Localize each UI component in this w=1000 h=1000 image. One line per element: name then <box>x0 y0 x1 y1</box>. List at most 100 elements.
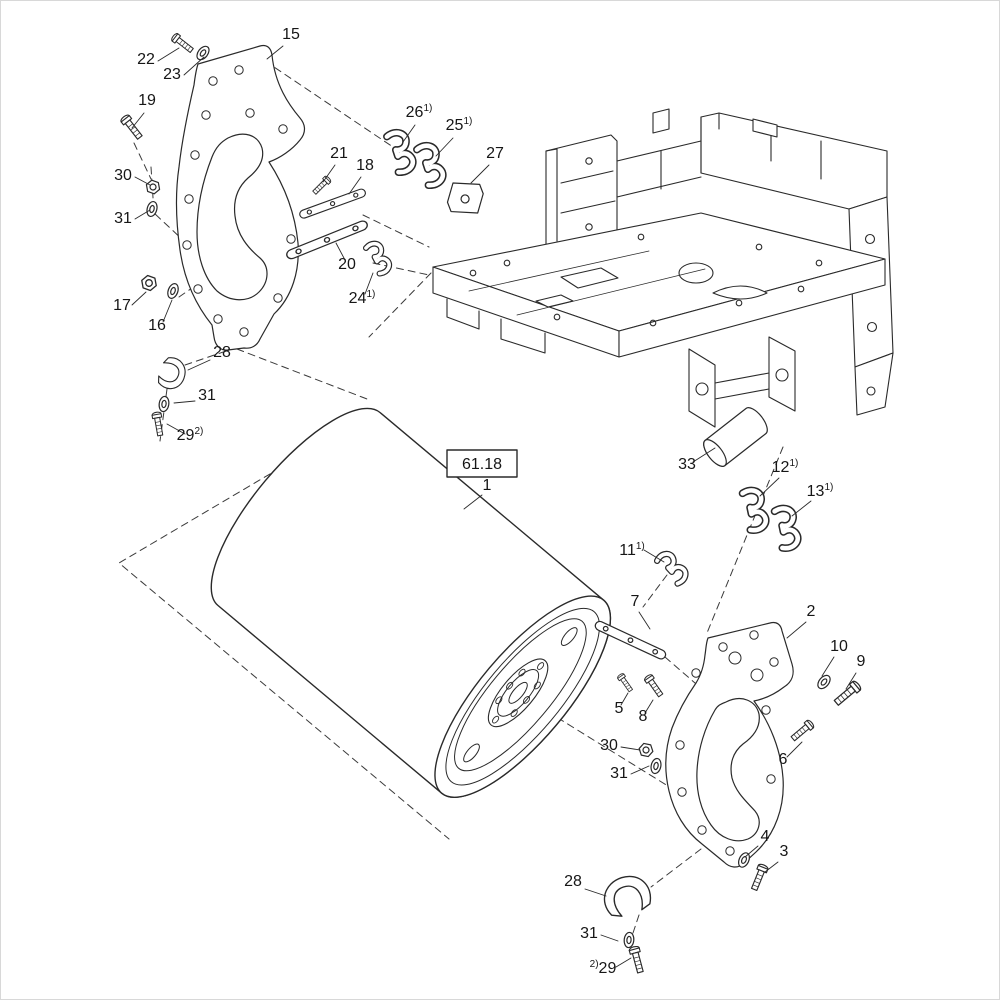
frame-line <box>616 176 702 198</box>
clip-26 <box>387 130 416 173</box>
part-callout-20: 20 <box>338 256 356 273</box>
nut-30 <box>143 178 163 196</box>
clip-24 <box>365 241 391 275</box>
leader-line-26 <box>402 124 416 143</box>
bolt-hole <box>213 314 223 324</box>
bolt-hole <box>697 825 707 835</box>
part-callout-15: 15 <box>282 26 300 43</box>
part-callout-27: 27 <box>486 145 504 162</box>
frame-hole <box>866 386 876 396</box>
part-callout-29: 292) <box>177 426 204 444</box>
part-callout-16: 16 <box>148 317 166 334</box>
hub-bolt <box>537 662 545 670</box>
part-callout-6: 6 <box>779 751 788 768</box>
dashed-line <box>133 142 152 180</box>
leader-line-27 <box>470 164 490 184</box>
bolt-hole <box>718 642 728 652</box>
dashed-line <box>236 348 368 400</box>
bolt-hole <box>725 846 735 856</box>
deck-cutout-rect <box>560 267 619 289</box>
bracket-27 <box>446 182 484 214</box>
clip-12 <box>742 488 767 531</box>
frame-hole <box>864 233 876 245</box>
washer-31 <box>157 395 171 413</box>
deck-cutout-round <box>678 262 714 284</box>
washer-31 <box>649 756 663 776</box>
frame-flange <box>854 352 894 416</box>
leader-line-31 <box>134 209 151 220</box>
deck-cutout-oval <box>712 285 768 300</box>
mount-crossbar <box>714 372 770 384</box>
part-callout-31: 31 <box>114 210 132 227</box>
callout-labels: 2223151930312118261)251)2720241)17162831… <box>113 26 865 977</box>
bolt-hole <box>286 234 296 244</box>
part-callout-21: 21 <box>330 145 348 162</box>
leader-line-30 <box>134 176 151 186</box>
part-callout-4: 4 <box>761 828 770 845</box>
pivot-hole <box>728 651 742 665</box>
roller-end-face <box>703 439 727 467</box>
frame-stiffener <box>500 318 546 354</box>
clip-11 <box>656 551 688 585</box>
part-callout-33: 33 <box>678 456 696 473</box>
part-callout-30: 30 <box>114 167 132 184</box>
part-callout-22: 22 <box>137 51 155 68</box>
dashed-line <box>642 574 668 608</box>
washer-10 <box>814 672 834 692</box>
screw-29 <box>151 411 166 437</box>
bracket-27-body <box>446 182 484 214</box>
leader-line-28 <box>187 359 211 371</box>
dashed-line <box>184 347 236 366</box>
frame-tab <box>652 108 670 134</box>
dashed-line <box>264 60 394 148</box>
part-33-roller <box>703 407 768 467</box>
leader-line-9 <box>845 672 857 690</box>
hub-bolt <box>522 696 531 704</box>
clip-25 <box>417 143 446 186</box>
bolt-hole <box>182 240 192 250</box>
leader-line-13 <box>791 500 812 517</box>
hook-28 <box>598 870 655 921</box>
bolt-hole <box>273 293 283 303</box>
part-callout-11: 111) <box>619 541 645 559</box>
leader-line-23 <box>183 56 205 76</box>
dashed-line <box>368 272 432 338</box>
dashed-line <box>650 848 702 888</box>
leader-line-7 <box>638 611 651 630</box>
face-plug <box>560 627 578 646</box>
leader-line-30 <box>620 746 641 751</box>
screw-9 <box>832 679 863 708</box>
face-plug <box>463 743 480 763</box>
leader-line-16 <box>162 299 173 323</box>
hub-bolt <box>495 696 503 705</box>
bolt-hole <box>749 630 759 640</box>
dashed-line <box>664 656 696 684</box>
mount-lug-hole <box>695 382 709 396</box>
part-callout-5: 5 <box>615 700 624 717</box>
deck-hole <box>503 259 511 267</box>
leader-line-21 <box>322 164 336 183</box>
frame-deck-edge <box>618 258 886 358</box>
leader-line-18 <box>348 176 362 195</box>
part-callout-29: 2)29 <box>590 959 617 977</box>
frame-tab <box>752 118 778 138</box>
bolt-hole <box>675 740 685 750</box>
chassis-frame <box>432 108 894 428</box>
screw-6 <box>789 718 816 743</box>
mounting-plate-2-cutout <box>696 698 760 842</box>
part-callout-31: 31 <box>610 765 628 782</box>
part-callout-26: 261) <box>406 103 433 121</box>
bolt-hole <box>234 65 244 75</box>
hub-center <box>508 681 528 704</box>
frame-line <box>560 200 616 214</box>
washer-31 <box>622 931 636 949</box>
clip-core <box>654 548 691 587</box>
hub-bolt <box>518 668 526 677</box>
bolt-head-17 <box>138 273 160 293</box>
bolt-hole <box>190 150 200 160</box>
pin-5 <box>616 672 635 694</box>
mounting-plate-15-outline <box>175 44 306 351</box>
screw-3 <box>748 862 770 892</box>
part-callout-31: 31 <box>198 387 216 404</box>
dashed-line <box>372 262 430 276</box>
